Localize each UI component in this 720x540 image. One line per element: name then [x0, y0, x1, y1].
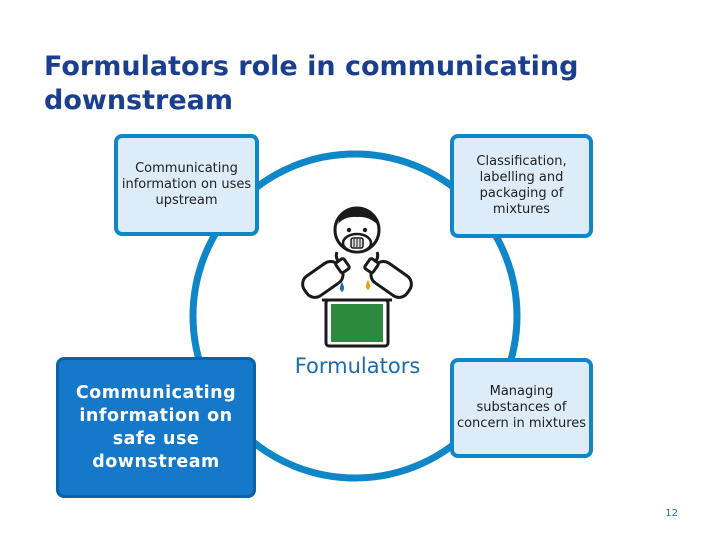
box-substances-of-concern-label: Managing substances of concern in mixtur…	[456, 384, 587, 431]
page-number: 12	[665, 508, 678, 519]
center-label: Formulators	[294, 354, 421, 378]
slide-title: Formulators role in communicating downst…	[44, 51, 579, 116]
box-upstream-communication-label: Communicating information on uses upstre…	[121, 161, 252, 208]
formulator-worker-icon	[301, 206, 413, 348]
box-classification-labelling: Classification, labelling and packaging …	[450, 134, 593, 238]
box-downstream-safe-use: Communicating information on safe use do…	[56, 357, 256, 498]
box-downstream-safe-use-label: Communicating information on safe use do…	[75, 382, 237, 472]
box-upstream-communication: Communicating information on uses upstre…	[114, 134, 259, 236]
box-classification-labelling-label: Classification, labelling and packaging …	[476, 154, 567, 217]
box-substances-of-concern: Managing substances of concern in mixtur…	[450, 358, 593, 458]
